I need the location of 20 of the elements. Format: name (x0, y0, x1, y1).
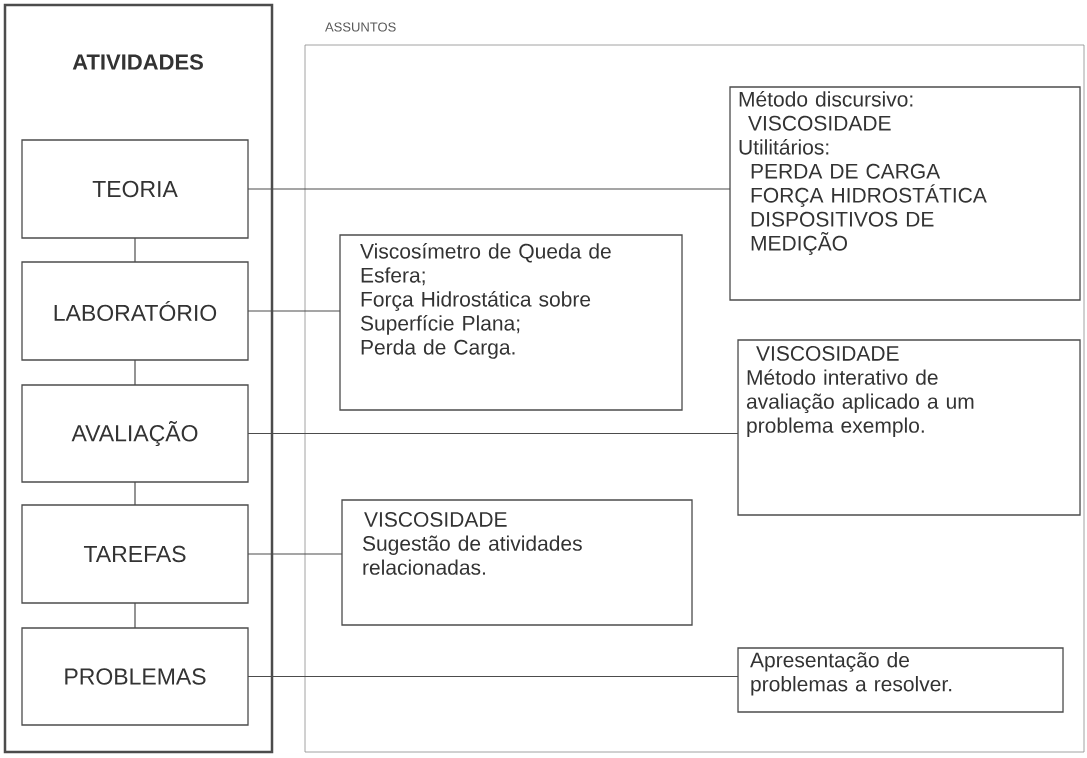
topic-box: VISCOSIDADE Sugestão de atividades relacionadas. (341, 499, 693, 626)
connector-line (134, 359, 136, 386)
connector-line (247, 432, 739, 435)
activity-box: PROBLEMAS (21, 627, 249, 726)
connector-line (247, 310, 341, 312)
activity-box: TEORIA (21, 139, 249, 239)
connector-line (134, 602, 136, 629)
connector-line (247, 553, 343, 555)
topic-box: Viscosímetro de Queda de Esfera; Força Hidrostática sobre Superfície Plana; Perda de Carga. (339, 234, 683, 411)
connector-line (134, 481, 136, 506)
activity-box: LABORATÓRIO (21, 261, 249, 361)
connector-line (247, 675, 739, 678)
topic-box: VISCOSIDADE Método interativo de avaliação aplicado a um problema exemplo. (737, 339, 1081, 516)
topic-box: Apresentação de problemas a resolver. (737, 647, 1064, 713)
activity-box: AVALIAÇÃO (21, 384, 249, 483)
connector-line (134, 237, 136, 263)
topic-box: Método discursivo: VISCOSIDADE Utilitários: PERDA DE CARGA FORÇA HIDROSTÁTICA DISPOSITIVOS DE MEDIÇÃO (729, 86, 1081, 301)
connector-line (247, 188, 731, 190)
node-label: ASSUNTOS (325, 22, 396, 32)
activity-box: TAREFAS (21, 504, 249, 604)
